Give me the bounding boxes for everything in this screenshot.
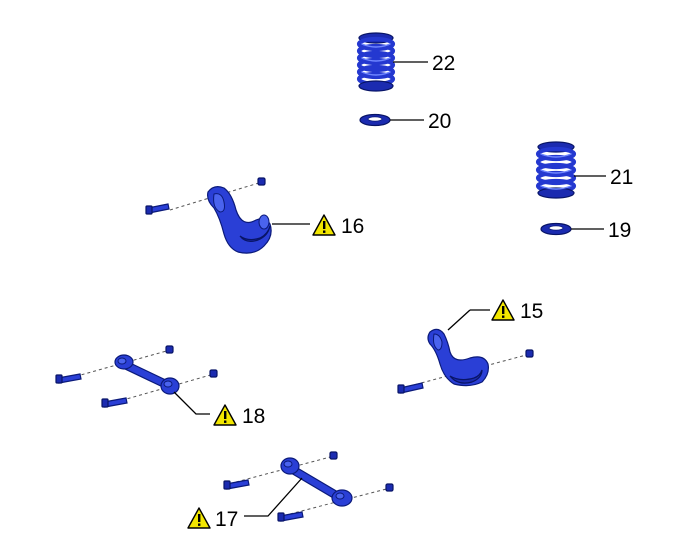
warning-triangle-icon (312, 214, 336, 236)
arm-assembly-15[interactable] (397, 328, 534, 394)
callout-21: 21 (610, 166, 633, 189)
callout-17: 17 (215, 508, 238, 531)
coil-spring-22[interactable] (356, 32, 396, 92)
warning-triangle-icon (187, 507, 211, 529)
spring-seat-20[interactable] (359, 113, 391, 127)
warning-triangle-icon (213, 404, 237, 426)
callout-15: 15 (520, 300, 543, 323)
link-assembly-17[interactable] (223, 451, 394, 522)
link-assembly-18[interactable] (55, 345, 218, 408)
callout-19: 19 (608, 219, 631, 242)
coil-spring-21[interactable] (535, 141, 577, 199)
callout-22: 22 (432, 52, 455, 75)
callout-20: 20 (428, 110, 451, 133)
callout-18: 18 (242, 405, 265, 428)
callout-16: 16 (341, 215, 364, 238)
leader-17 (244, 477, 303, 517)
leader-15 (447, 309, 471, 331)
leader-18 (173, 391, 210, 415)
warning-triangle-icon (491, 299, 515, 321)
spring-seat-19[interactable] (540, 222, 572, 236)
arm-assembly-16[interactable] (145, 177, 272, 254)
